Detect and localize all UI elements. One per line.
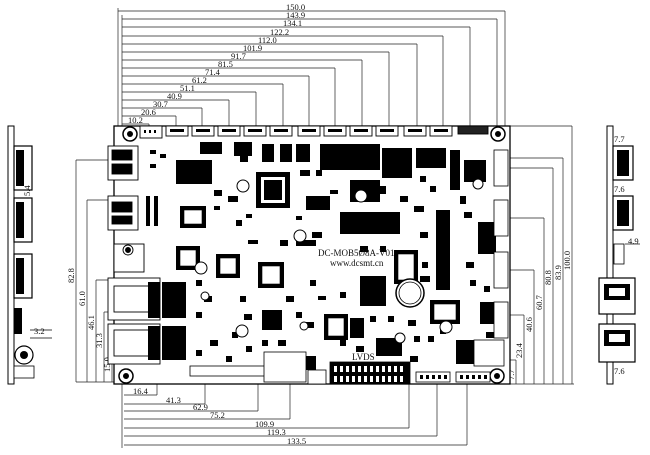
dim-left-3: 31.3 — [94, 333, 104, 348]
top-dimensions — [117, 8, 506, 132]
dim-top-0: 150.0 — [286, 2, 305, 12]
right-side-view: 7.7 7.6 4.9 7.6 — [598, 125, 640, 385]
dim-right-side-1: 7.6 — [614, 184, 625, 194]
left-side-view: 5.4 3.2 — [7, 125, 52, 385]
dim-right-side-3: 7.6 — [614, 366, 625, 376]
dim-bottom-3: 75.2 — [210, 410, 225, 420]
capacitors — [194, 178, 484, 344]
dim-left-0: 82.8 — [66, 268, 76, 283]
bottom-dimensions — [121, 382, 468, 448]
board-website: www.dcsmt.cn — [330, 258, 384, 268]
dim-left-2: 46.1 — [86, 315, 96, 330]
dim-top-10: 51.1 — [180, 83, 195, 93]
dim-right-6: 7.7 — [506, 369, 516, 380]
dim-right-2: 80.8 — [543, 270, 553, 285]
dim-top-7: 81.5 — [218, 59, 233, 69]
lvds-label: LVDS — [352, 352, 375, 362]
board-name: DC-MOB5Ø8A-V01 — [318, 248, 395, 258]
dim-top-3: 122.2 — [270, 27, 289, 37]
dim-top-14: 10.2 — [128, 115, 143, 125]
coin-battery — [395, 278, 425, 308]
dim-top-1: 143.9 — [286, 10, 305, 20]
dim-right-side-0: 7.7 — [614, 134, 625, 144]
top-dimension-labels: 150.0 143.9 134.1 122.2 112.0 101.9 91.7… — [128, 2, 305, 125]
dim-bottom-1: 41.3 — [166, 395, 181, 405]
dim-left-side-1: 3.2 — [34, 326, 45, 336]
dim-bottom-4: 109.9 — [255, 419, 274, 429]
dim-top-9: 61.2 — [192, 75, 207, 85]
passive-components — [146, 150, 494, 362]
right-dimensions — [510, 125, 574, 385]
mounting-hole-icon — [490, 126, 506, 142]
dim-bottom-5: 119.3 — [267, 427, 286, 437]
mounting-hole-icon — [122, 126, 138, 142]
dim-right-4: 40.6 — [524, 317, 534, 332]
dim-bottom-2: 62.9 — [193, 402, 208, 412]
dim-top-5: 101.9 — [243, 43, 262, 53]
dim-right-5: 23.4 — [514, 342, 524, 358]
dim-top-12: 30.7 — [153, 99, 168, 109]
dim-bottom-6: 133.5 — [287, 436, 306, 446]
dim-right-1: 83.9 — [553, 265, 563, 280]
mounting-hole-icon — [118, 368, 134, 384]
right-dimension-labels: 100.0 83.9 80.8 60.7 40.6 23.4 7.7 — [506, 251, 572, 380]
bottom-dimension-labels: 16.4 41.3 62.9 75.2 109.9 119.3 133.5 — [133, 386, 306, 446]
soc-chip — [256, 172, 290, 208]
right-pin-headers — [473, 149, 509, 367]
dim-right-0: 100.0 — [562, 251, 572, 270]
dim-top-13: 20.6 — [141, 107, 156, 117]
dim-top-4: 112.0 — [258, 35, 277, 45]
left-dimension-labels: 82.8 61.0 46.1 31.3 15.0 — [66, 268, 112, 372]
dim-top-6: 91.7 — [231, 51, 246, 61]
dim-right-side-2: 4.9 — [628, 236, 639, 246]
dim-bottom-0: 16.4 — [133, 386, 149, 396]
dim-left-4: 15.0 — [102, 357, 112, 372]
pcb-board: DC-MOB5Ø8A-V01 www.dcsmt.cn LVDS — [107, 125, 511, 385]
dim-top-11: 40.9 — [167, 91, 182, 101]
dim-right-3: 60.7 — [534, 295, 544, 310]
dim-left-1: 61.0 — [77, 291, 87, 306]
mounting-hole-icon — [489, 368, 505, 384]
dim-top-8: 71.4 — [205, 67, 221, 77]
dim-left-side-0: 5.4 — [22, 185, 32, 196]
dim-top-2: 134.1 — [283, 18, 302, 28]
